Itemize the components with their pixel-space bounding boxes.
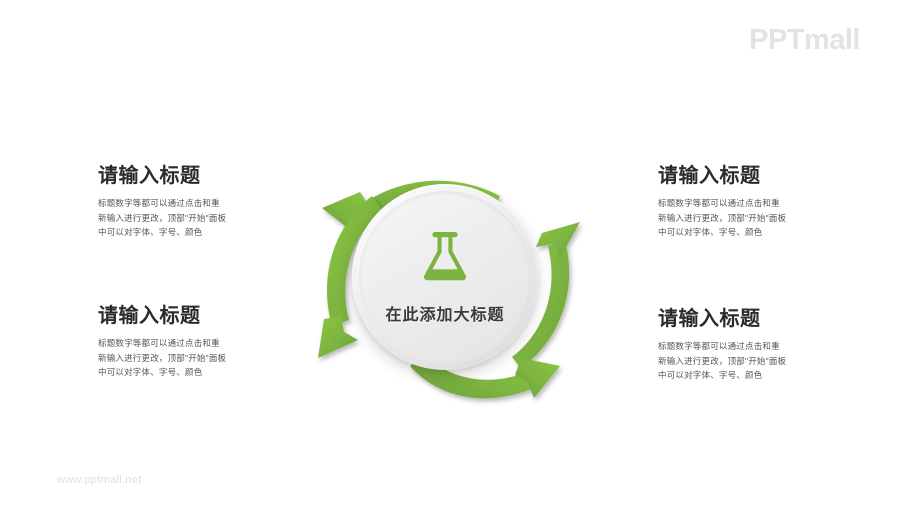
block-body-line: 中可以对字体、字号、颜色 [98, 227, 203, 238]
text-block-bottom-right[interactable]: 请输入标题 标题数字等都可以通过点击和重 新输入进行更改，顶部"开始"面板 中可… [658, 308, 828, 383]
pptmall-logo: PPTmall [749, 24, 860, 56]
text-block-bottom-left[interactable]: 请输入标题 标题数字等都可以通过点击和重 新输入进行更改，顶部"开始"面板 中可… [98, 305, 268, 380]
block-body: 标题数字等都可以通过点击和重 新输入进行更改，顶部"开始"面板 中可以对字体、字… [98, 196, 268, 240]
center-circle[interactable]: 在此添加大标题 [352, 184, 538, 370]
block-body-line: 中可以对字体、字号、颜色 [98, 367, 203, 378]
block-body-line: 中可以对字体、字号、颜色 [658, 370, 763, 381]
footer-url: www.pptmall.net [57, 474, 142, 486]
arrow-up-right [512, 222, 580, 368]
block-body-line: 标题数字等都可以通过点击和重 [98, 198, 220, 208]
block-title: 请输入标题 [658, 165, 761, 187]
block-body-line: 标题数字等都可以通过点击和重 [98, 338, 220, 348]
block-title: 请输入标题 [658, 308, 761, 330]
block-body-line: 新输入进行更改，顶部"开始"面板 [98, 212, 227, 223]
flask-icon [422, 230, 468, 287]
arrow-down-left [318, 196, 382, 358]
block-body-line: 新输入进行更改，顶部"开始"面板 [658, 212, 787, 223]
block-body: 标题数字等都可以通过点击和重 新输入进行更改，顶部"开始"面板 中可以对字体、字… [658, 339, 828, 383]
block-title: 请输入标题 [98, 305, 201, 327]
block-body-line: 中可以对字体、字号、颜色 [658, 227, 763, 238]
block-body: 标题数字等都可以通过点击和重 新输入进行更改，顶部"开始"面板 中可以对字体、字… [658, 196, 828, 240]
arrow-right-down [410, 354, 560, 399]
block-body-line: 标题数字等都可以通过点击和重 [658, 341, 780, 351]
text-block-top-right[interactable]: 请输入标题 标题数字等都可以通过点击和重 新输入进行更改，顶部"开始"面板 中可… [658, 165, 828, 240]
text-block-top-left[interactable]: 请输入标题 标题数字等都可以通过点击和重 新输入进行更改，顶部"开始"面板 中可… [98, 165, 268, 240]
block-title: 请输入标题 [98, 165, 201, 187]
block-body-line: 新输入进行更改，顶部"开始"面板 [658, 355, 787, 366]
block-body-line: 标题数字等都可以通过点击和重 [658, 198, 780, 208]
block-body-line: 新输入进行更改，顶部"开始"面板 [98, 352, 227, 363]
cycle-diagram [272, 104, 618, 448]
center-title: 在此添加大标题 [385, 306, 505, 324]
block-body: 标题数字等都可以通过点击和重 新输入进行更改，顶部"开始"面板 中可以对字体、字… [98, 336, 268, 380]
